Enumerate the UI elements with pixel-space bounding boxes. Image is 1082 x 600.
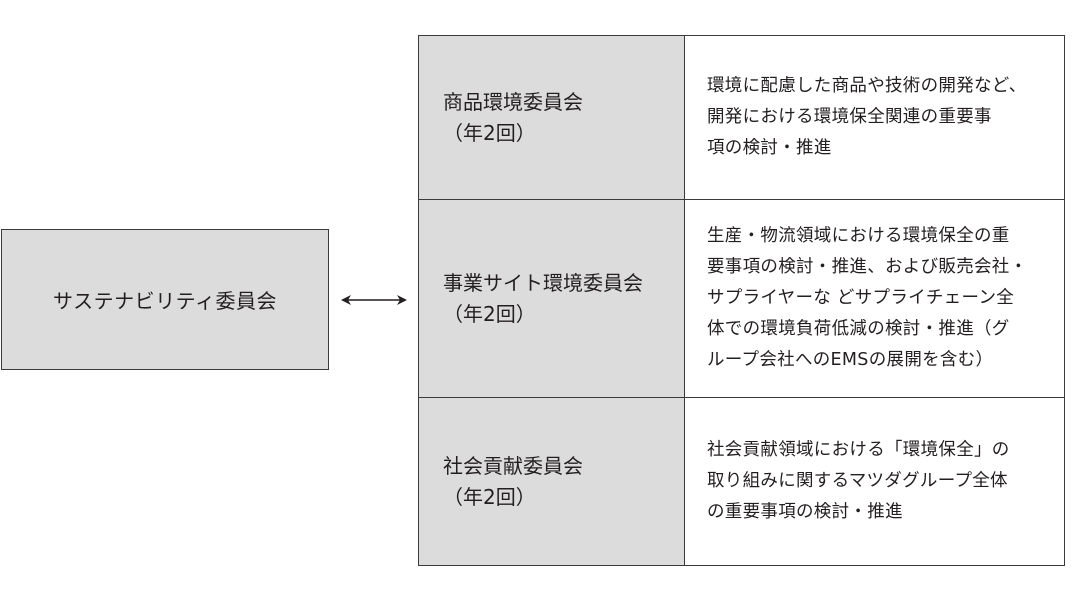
committee-name: 社会貢献委員会: [443, 453, 583, 478]
committee-description-cell: 社会貢献領域における「環境保全」の 取り組みに関するマツダグループ全体 の重要事…: [685, 398, 1064, 565]
committee-table: 商品環境委員会 （年2回） 環境に配慮した商品や技術の開発など、 開発における環…: [418, 35, 1065, 566]
sustainability-committee-box: サステナビリティ委員会: [1, 229, 329, 370]
committee-description: 環境に配慮した商品や技術の開発など、 開発における環境保全関連の重要事 項の検討…: [707, 76, 1027, 158]
committee-frequency: （年2回）: [443, 120, 536, 145]
committee-row-social: 社会貢献委員会 （年2回） 社会貢献領域における「環境保全」の 取り組みに関する…: [419, 397, 1064, 565]
committee-row-site: 事業サイト環境委員会 （年2回） 生産・物流領域における環境保全の重 要事項の検…: [419, 199, 1064, 397]
committee-frequency: （年2回）: [443, 484, 536, 509]
committee-name-cell: 事業サイト環境委員会 （年2回）: [419, 200, 685, 397]
committee-frequency: （年2回）: [443, 301, 536, 326]
committee-name: 事業サイト環境委員会: [443, 270, 643, 295]
committee-description: 社会貢献領域における「環境保全」の 取り組みに関するマツダグループ全体 の重要事…: [707, 440, 1010, 522]
committee-row-product: 商品環境委員会 （年2回） 環境に配慮した商品や技術の開発など、 開発における環…: [419, 36, 1064, 199]
sustainability-committee-label: サステナビリティ委員会: [53, 289, 277, 313]
double-arrow-icon: [341, 295, 407, 305]
committee-name: 商品環境委員会: [443, 89, 583, 114]
committee-name-cell: 商品環境委員会 （年2回）: [419, 36, 685, 199]
committee-description: 生産・物流領域における環境保全の重 要事項の検討・推進、および販売会社・ サプラ…: [707, 226, 1028, 370]
committee-description-cell: 環境に配慮した商品や技術の開発など、 開発における環境保全関連の重要事 項の検討…: [685, 36, 1064, 199]
committee-name-cell: 社会貢献委員会 （年2回）: [419, 398, 685, 565]
committee-description-cell: 生産・物流領域における環境保全の重 要事項の検討・推進、および販売会社・ サプラ…: [685, 200, 1064, 397]
